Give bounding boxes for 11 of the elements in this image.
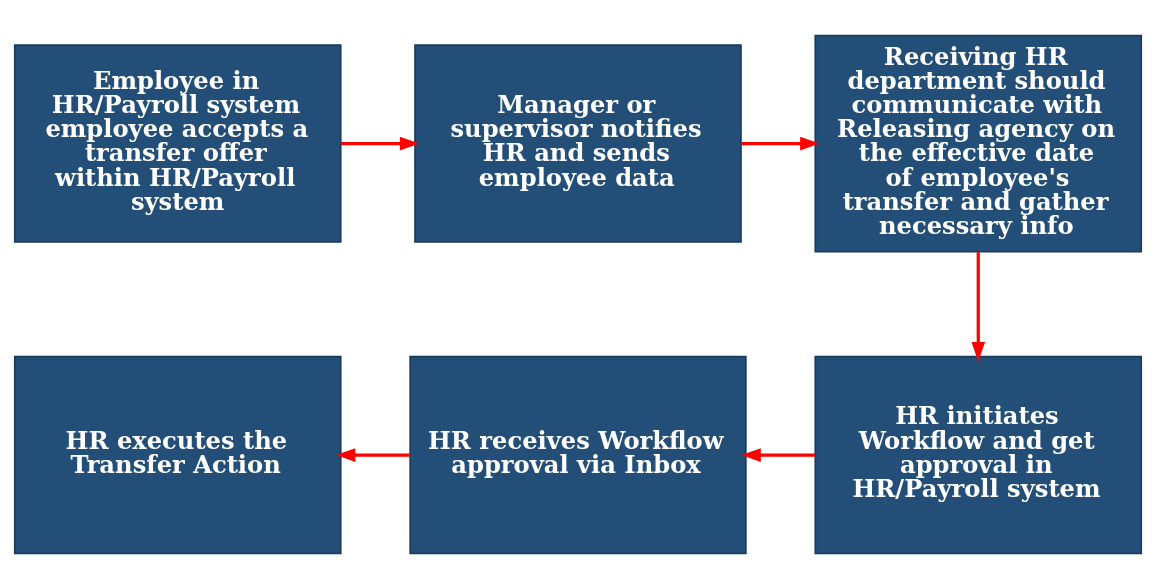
node-box: HR executes the Transfer Action — [13, 355, 342, 554]
arrow — [971, 251, 986, 361]
arrow — [340, 136, 420, 150]
node-box: HR initiates Workflow and get approval in HR/Payroll system — [814, 355, 1143, 554]
arrow — [335, 447, 410, 462]
arrow — [741, 447, 815, 462]
node-box: HR receives Workflow approval via Inbox — [409, 355, 747, 554]
node-box: Manager or supervisor notifies HR and sends employee data — [414, 43, 742, 243]
node-box: Receiving HR department should communicate with Releasing agency on the effective date of employee's transfer and gather necessary info — [814, 34, 1143, 253]
arrow — [741, 136, 820, 150]
node-box: Employee in HR/Payroll system employee accepts a transfer offer within HR/Payroll system — [13, 43, 342, 243]
